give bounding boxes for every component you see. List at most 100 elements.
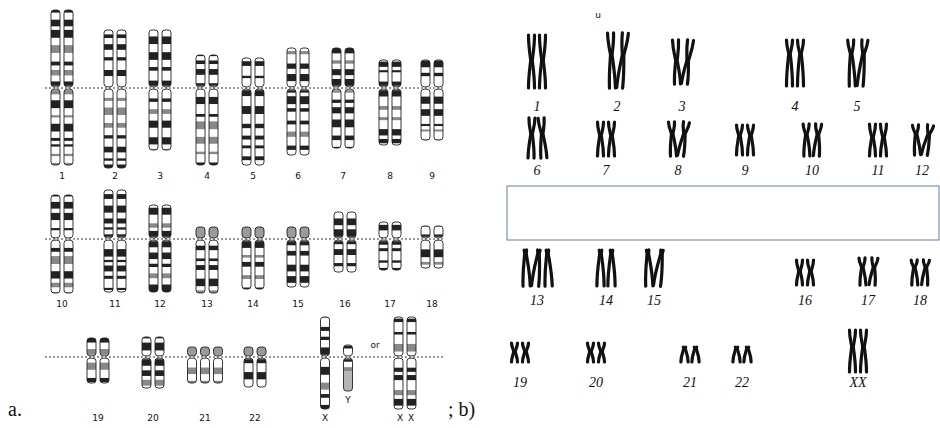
- chromosome-band: [64, 20, 73, 27]
- chromosome-number: 13: [530, 293, 544, 309]
- arm-ground: [332, 89, 341, 148]
- arm-outline: [214, 358, 223, 383]
- chromosome-number: 3: [157, 171, 163, 181]
- blank-frame: [507, 186, 939, 240]
- chromosome-band: [287, 241, 296, 245]
- chromosome-number: 5: [854, 99, 861, 115]
- chromosome-band: [421, 249, 430, 257]
- arm-ground: [209, 227, 218, 238]
- chromosome-number: 4: [792, 99, 799, 115]
- chromatid: [915, 260, 918, 285]
- chromosome-band: [149, 109, 158, 114]
- arm-ground: [188, 358, 197, 383]
- arm-ground: [244, 358, 253, 387]
- chromosome-band: [142, 380, 151, 386]
- chromatid: [658, 250, 666, 286]
- arm-outline: [104, 190, 113, 238]
- chromosome-band: [51, 271, 60, 278]
- chromosome-band: [300, 74, 309, 81]
- chromosome-band: [162, 137, 171, 144]
- arm-outline: [421, 89, 430, 140]
- arm-outline: [392, 240, 401, 270]
- chromosome-arm: [287, 48, 296, 87]
- chromosome-band: [149, 121, 158, 128]
- arm-outline: [64, 195, 73, 238]
- chromatid: [532, 250, 539, 286]
- arm-ground: [242, 227, 251, 238]
- chromosome-band: [347, 229, 356, 237]
- chromosome-arm: [392, 222, 401, 238]
- arm-outline: [51, 89, 60, 165]
- chromatid: [864, 330, 866, 372]
- chromosome-band: [64, 228, 73, 230]
- chromosome-ideogram: [344, 345, 353, 391]
- chromosome-number: 21: [199, 413, 210, 423]
- chromatid: [851, 40, 855, 86]
- chromosome-band: [162, 81, 171, 86]
- arm-outline: [51, 10, 60, 87]
- chromosome-band: [392, 260, 401, 262]
- chromosome-band: [117, 194, 126, 199]
- arm-outline: [347, 240, 356, 272]
- chromosome-band: [117, 206, 126, 213]
- chromosome-band: [321, 383, 330, 390]
- chromosome-band: [392, 90, 401, 96]
- stained-chromosome: [848, 40, 856, 86]
- chromosome-band: [51, 213, 60, 220]
- chromosome-band: [209, 246, 218, 250]
- arm-ground: [421, 226, 430, 238]
- arm-outline: [242, 240, 251, 289]
- chromosome-arm: [155, 337, 164, 356]
- chromatid: [916, 125, 920, 155]
- arm-outline: [347, 212, 356, 238]
- chromosome-number: 2: [112, 171, 118, 181]
- chromosome-band: [87, 378, 96, 382]
- chromosome-band: [392, 70, 401, 72]
- chromosome-band: [244, 359, 253, 363]
- chromosome-number: 20: [589, 375, 603, 391]
- arm-outline: [209, 227, 218, 238]
- chromosome-band: [64, 70, 73, 76]
- arm-outline: [345, 48, 354, 87]
- chromosome-arm: [51, 240, 60, 293]
- chromosome-band: [300, 132, 309, 137]
- arm-ground: [321, 317, 330, 356]
- chromosome-band: [117, 158, 126, 160]
- chromatid: [848, 40, 852, 86]
- stained-chromosome: [522, 250, 530, 286]
- chromatid: [515, 343, 517, 362]
- chromosome-band: [117, 135, 126, 138]
- chromosome-band: [255, 90, 264, 96]
- chromatid: [881, 124, 883, 156]
- chromosome-band: [104, 194, 113, 199]
- chromosome-band: [64, 256, 73, 264]
- arm-outline: [188, 347, 197, 356]
- chromosome-band: [149, 208, 158, 215]
- chromosome-band: [300, 265, 309, 272]
- chromosome-arm: [214, 358, 223, 383]
- arm-ground: [51, 89, 60, 165]
- chromosome-ideogram: [287, 227, 309, 287]
- chromatid: [611, 33, 615, 88]
- chromosome-band: [407, 399, 416, 406]
- chromosome-number: 2: [614, 99, 621, 115]
- arm-ground: [300, 227, 309, 238]
- arm-ground: [64, 89, 73, 165]
- chromosome-band: [155, 359, 164, 366]
- arm-outline: [51, 240, 60, 293]
- arm-outline: [242, 89, 251, 165]
- chromosome-band: [104, 158, 113, 160]
- chromosome-arm: [392, 240, 401, 270]
- arm-ground: [104, 190, 113, 238]
- arm-outline: [344, 358, 353, 391]
- stained-chromosome: [859, 258, 866, 285]
- arm-ground: [87, 358, 96, 383]
- chromosome-band: [196, 246, 205, 250]
- arm-ground: [300, 240, 309, 287]
- stained-chromosome: [870, 124, 876, 156]
- chromosome-band: [332, 100, 341, 103]
- chromosome-number: XX: [849, 375, 866, 391]
- chromosome-band: [104, 135, 113, 138]
- chromosome-arm: [64, 10, 73, 87]
- chromosome-band: [64, 138, 73, 141]
